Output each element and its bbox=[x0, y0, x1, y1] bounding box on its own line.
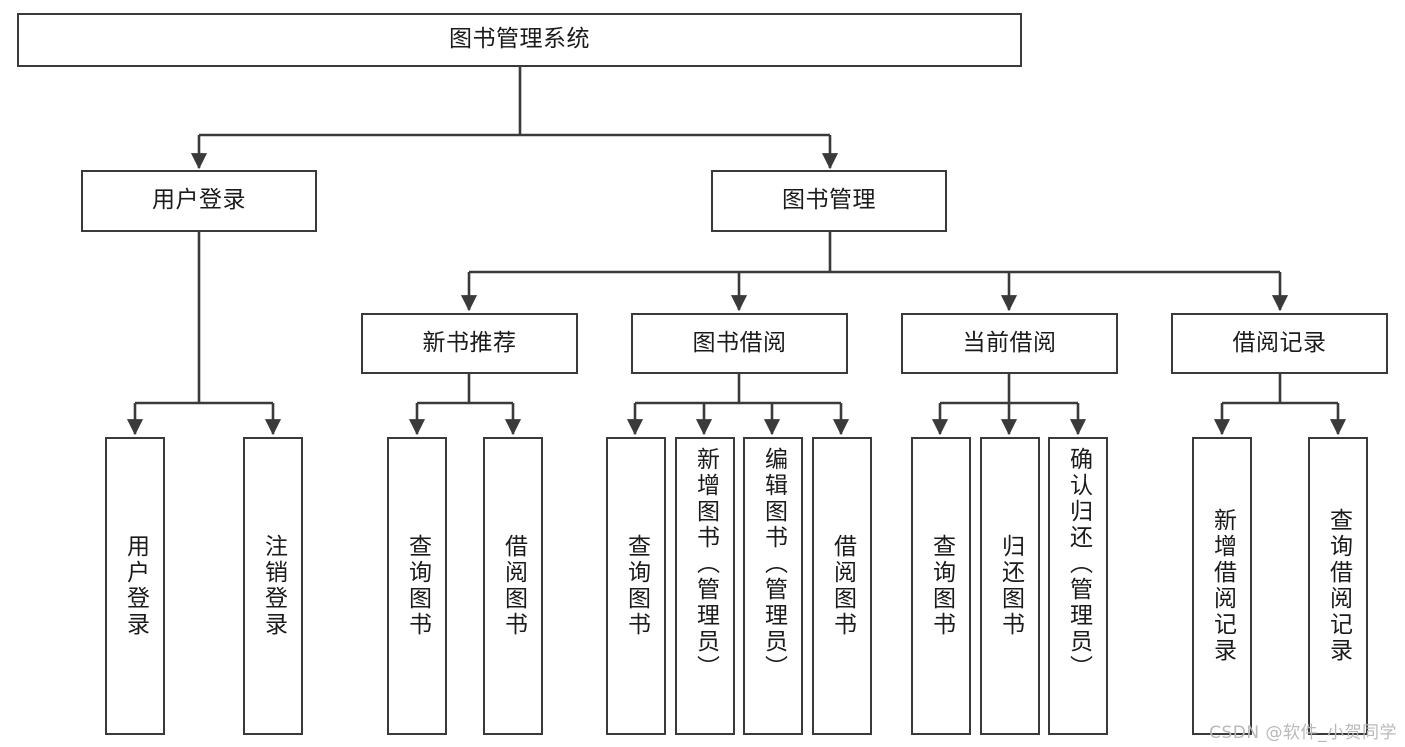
node-leaf-confirm-return-admin[interactable]: 确认归还（管理员） bbox=[1048, 437, 1108, 735]
node-book-borrow-label: 图书借阅 bbox=[692, 329, 787, 356]
node-leaf-add-book-admin-label: 新增图书（管理员） bbox=[692, 447, 719, 681]
node-leaf-query-book-1[interactable]: 查询图书 bbox=[387, 437, 447, 735]
node-leaf-add-borrow-record[interactable]: 新增借阅记录 bbox=[1192, 437, 1252, 735]
node-leaf-query-borrow-record-label: 查询借阅记录 bbox=[1325, 508, 1352, 664]
node-leaf-logout[interactable]: 注销登录 bbox=[243, 437, 303, 735]
node-leaf-borrow-book-1-label: 借阅图书 bbox=[500, 534, 527, 638]
node-leaf-edit-book-admin[interactable]: 编辑图书（管理员） bbox=[743, 437, 803, 735]
node-borrow-record[interactable]: 借阅记录 bbox=[1171, 313, 1388, 374]
node-leaf-query-book-1-label: 查询图书 bbox=[404, 534, 431, 638]
node-new-book-recommend[interactable]: 新书推荐 bbox=[361, 313, 578, 374]
node-user-login-label: 用户登录 bbox=[152, 187, 246, 214]
node-leaf-return-book-label: 归还图书 bbox=[997, 534, 1024, 638]
node-leaf-query-book-3-label: 查询图书 bbox=[928, 534, 955, 638]
node-current-borrow[interactable]: 当前借阅 bbox=[901, 313, 1118, 374]
node-leaf-add-book-admin[interactable]: 新增图书（管理员） bbox=[675, 437, 735, 735]
node-borrow-record-label: 借阅记录 bbox=[1232, 329, 1327, 356]
node-leaf-borrow-book-1[interactable]: 借阅图书 bbox=[483, 437, 543, 735]
node-leaf-logout-label: 注销登录 bbox=[260, 534, 287, 638]
node-new-book-recommend-label: 新书推荐 bbox=[422, 329, 517, 356]
node-root-label: 图书管理系统 bbox=[449, 26, 590, 53]
node-leaf-query-borrow-record[interactable]: 查询借阅记录 bbox=[1308, 437, 1368, 735]
node-leaf-query-book-3[interactable]: 查询图书 bbox=[911, 437, 971, 735]
node-leaf-user-login[interactable]: 用户登录 bbox=[105, 437, 165, 735]
node-leaf-edit-book-admin-label: 编辑图书（管理员） bbox=[760, 447, 787, 681]
node-leaf-add-borrow-record-label: 新增借阅记录 bbox=[1209, 508, 1236, 664]
node-leaf-return-book[interactable]: 归还图书 bbox=[980, 437, 1040, 735]
node-leaf-query-book-2[interactable]: 查询图书 bbox=[606, 437, 666, 735]
node-current-borrow-label: 当前借阅 bbox=[962, 329, 1057, 356]
node-book-borrow[interactable]: 图书借阅 bbox=[631, 313, 848, 374]
node-leaf-borrow-book-2[interactable]: 借阅图书 bbox=[812, 437, 872, 735]
node-user-login[interactable]: 用户登录 bbox=[81, 170, 317, 232]
node-leaf-borrow-book-2-label: 借阅图书 bbox=[829, 534, 856, 638]
node-leaf-query-book-2-label: 查询图书 bbox=[623, 534, 650, 638]
node-book-management[interactable]: 图书管理 bbox=[711, 170, 947, 232]
node-book-management-label: 图书管理 bbox=[782, 187, 876, 214]
node-leaf-confirm-return-admin-label: 确认归还（管理员） bbox=[1065, 447, 1092, 681]
node-leaf-user-login-label: 用户登录 bbox=[122, 534, 149, 638]
node-root[interactable]: 图书管理系统 bbox=[17, 13, 1022, 67]
